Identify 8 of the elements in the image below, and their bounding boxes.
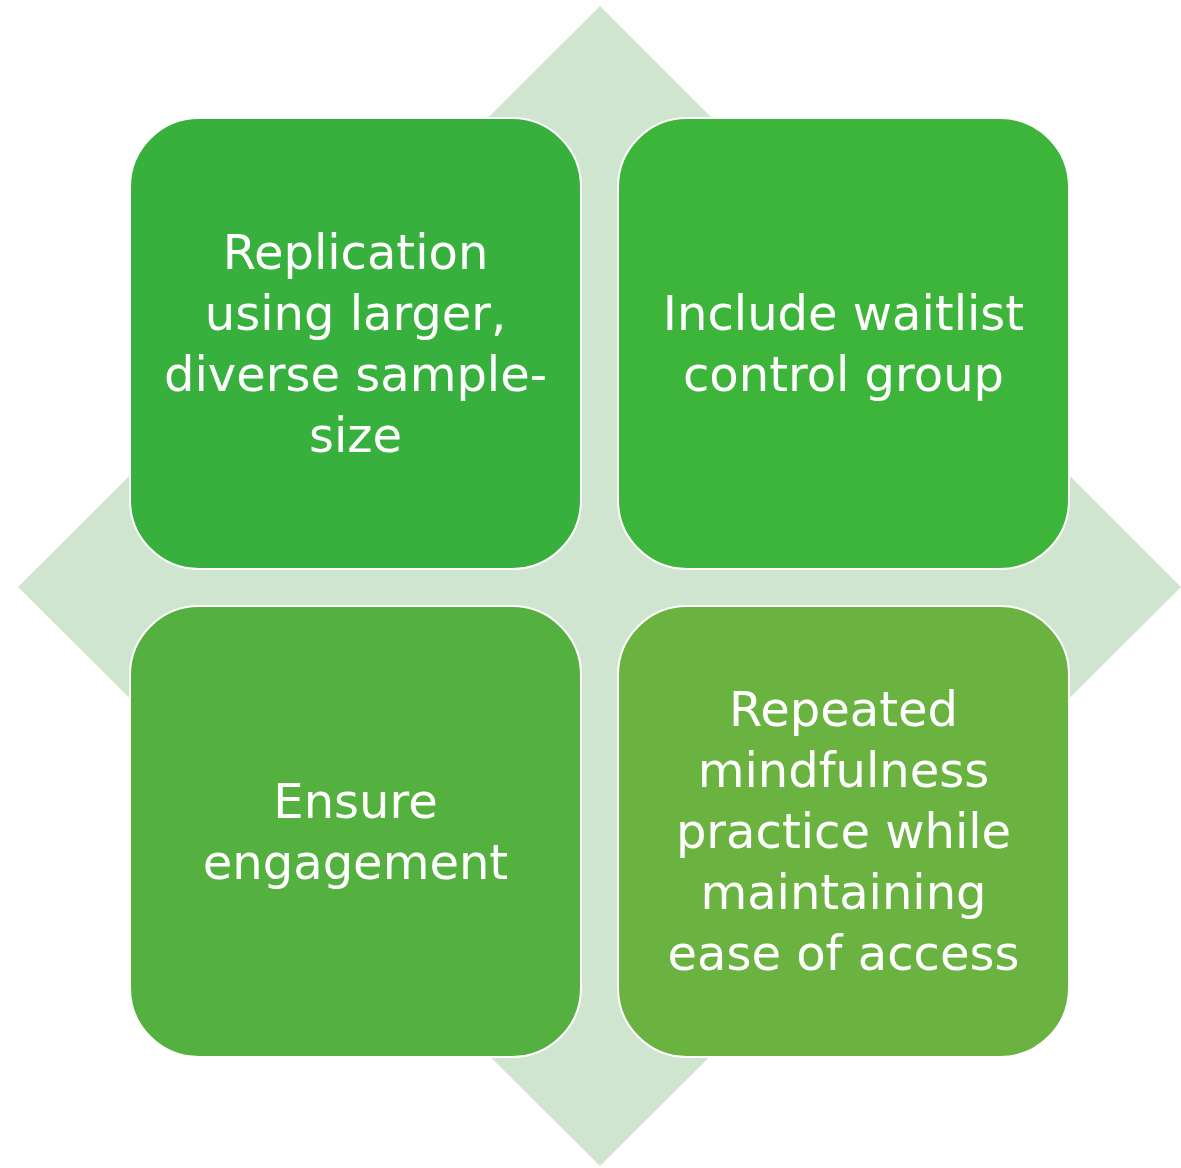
- box-text: Ensure engagement: [201, 771, 510, 892]
- rounded-box: [617, 117, 1070, 570]
- box-text: Include waitlist control group: [661, 283, 1026, 404]
- rounded-box: [129, 605, 582, 1058]
- rounded-box: [129, 117, 582, 570]
- rounded-box: [617, 605, 1070, 1058]
- box-text: Repeated mindfulness practice while maintaining ease of access: [666, 680, 1021, 983]
- box-text: Replication using larger, diverse sample-size: [162, 222, 549, 465]
